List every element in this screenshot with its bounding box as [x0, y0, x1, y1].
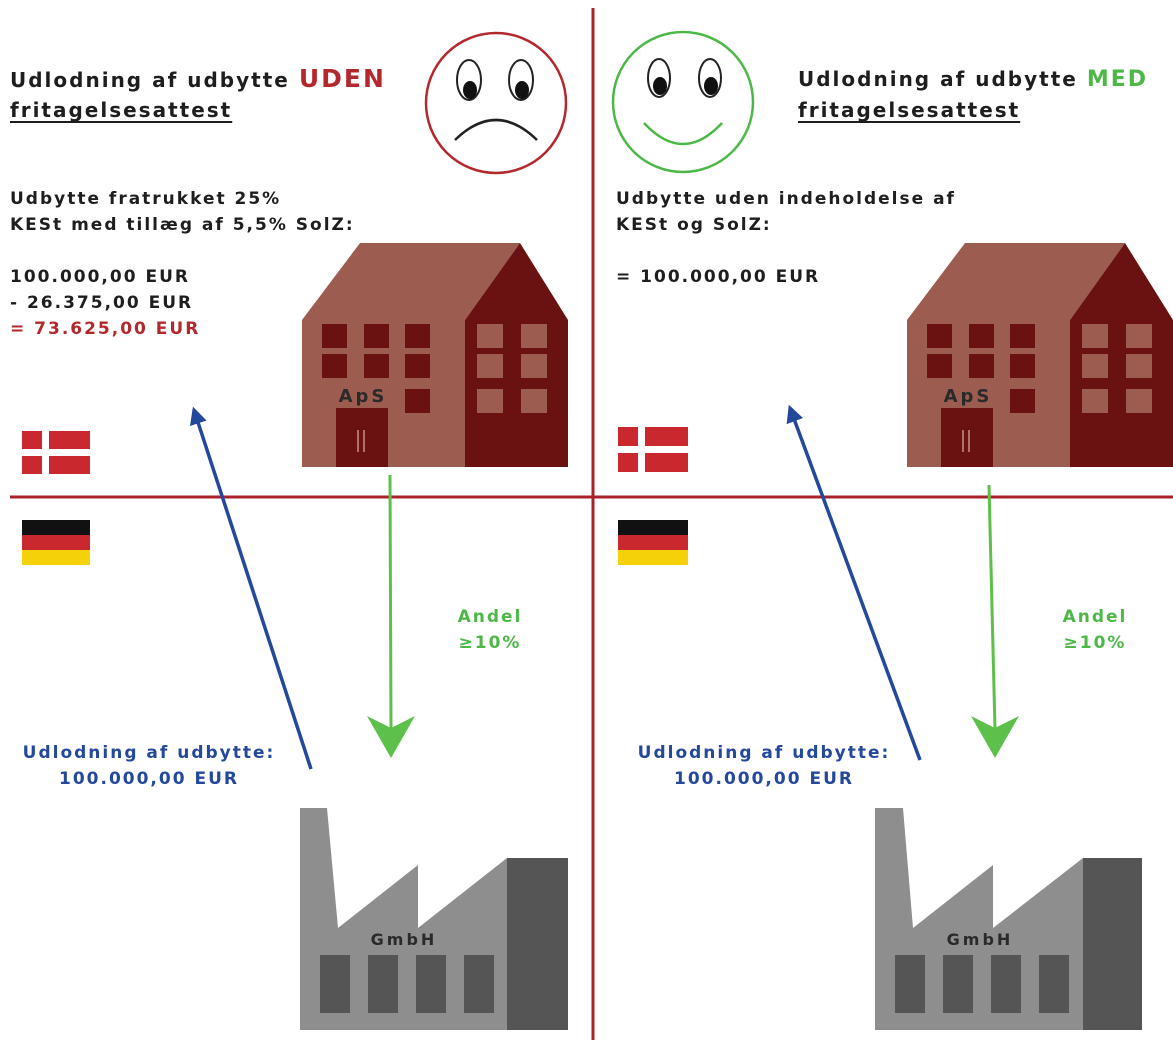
payout-arrow-left — [190, 406, 313, 770]
right-share-line2: ≥10% — [1063, 633, 1127, 653]
left-title-line1: Udlodning af udbytte — [10, 68, 290, 92]
left-description: Udbytte fratrukket 25% KESt med tillæg a… — [10, 186, 355, 238]
aps-house-left: ApS — [302, 243, 568, 467]
gmbh-factory-left: GmbH — [300, 808, 568, 1030]
left-title-line2: fritagelsesattest — [10, 98, 233, 122]
right-calculation: = 100.000,00 EUR — [616, 264, 820, 290]
left-share-line2: ≥10% — [458, 633, 522, 653]
aps-house-right: ApS — [907, 243, 1173, 467]
left-desc-line2: KESt med tillæg af 5,5% SolZ: — [10, 215, 355, 235]
factory-label-left: GmbH — [371, 930, 438, 949]
factory-label-right: GmbH — [947, 930, 1014, 949]
left-calc-line1: 100.000,00 EUR — [10, 267, 190, 287]
germany-flag-icon — [22, 520, 90, 565]
house-label-right: ApS — [944, 386, 993, 407]
happy-face-icon — [611, 30, 755, 174]
right-payout-line1: Udlodning af udbytte: — [637, 743, 891, 763]
right-share-line1: Andel — [1062, 607, 1128, 627]
gmbh-factory-right: GmbH — [875, 808, 1142, 1030]
sad-face-icon — [424, 31, 568, 175]
left-calc-result: = 73.625,00 EUR — [10, 319, 201, 339]
share-arrow-left — [367, 474, 415, 758]
germany-flag-icon — [618, 520, 688, 565]
right-payout-line2: 100.000,00 EUR — [674, 769, 854, 789]
denmark-flag-icon — [22, 431, 90, 474]
denmark-flag-icon — [618, 427, 688, 472]
left-desc-line1: Udbytte fratrukket 25% — [10, 189, 282, 209]
house-label-left: ApS — [339, 386, 388, 407]
share-arrow-right — [971, 484, 1019, 758]
right-share-label: Andel ≥10% — [1040, 604, 1150, 656]
left-payout-line1: Udlodning af udbytte: — [22, 743, 276, 763]
left-calculation: 100.000,00 EUR - 26.375,00 EUR = 73.625,… — [10, 264, 200, 342]
left-payout-label: Udlodning af udbytte: 100.000,00 EUR — [4, 740, 294, 792]
left-share-line1: Andel — [457, 607, 523, 627]
right-payout-label: Udlodning af udbytte: 100.000,00 EUR — [614, 740, 914, 792]
right-desc-line1: Udbytte uden indeholdelse af — [616, 189, 956, 209]
right-title-highlight: MED — [1086, 67, 1148, 92]
right-description: Udbytte uden indeholdelse af KESt og Sol… — [616, 186, 956, 238]
left-share-label: Andel ≥10% — [435, 604, 545, 656]
left-payout-line2: 100.000,00 EUR — [59, 769, 239, 789]
right-calc-result: = 100.000,00 EUR — [616, 267, 821, 287]
left-title: Udlodning af udbytte UDEN fritagelsesatt… — [10, 64, 386, 125]
left-calc-line2: - 26.375,00 EUR — [10, 293, 194, 313]
right-title-line1: Udlodning af udbytte — [798, 67, 1078, 91]
left-title-highlight: UDEN — [298, 64, 386, 93]
payout-arrow-right — [786, 404, 922, 761]
right-title-line2: fritagelsesattest — [798, 98, 1021, 122]
right-title: Udlodning af udbytte MED fritagelsesatte… — [798, 64, 1148, 125]
right-desc-line2: KESt og SolZ: — [616, 215, 772, 235]
